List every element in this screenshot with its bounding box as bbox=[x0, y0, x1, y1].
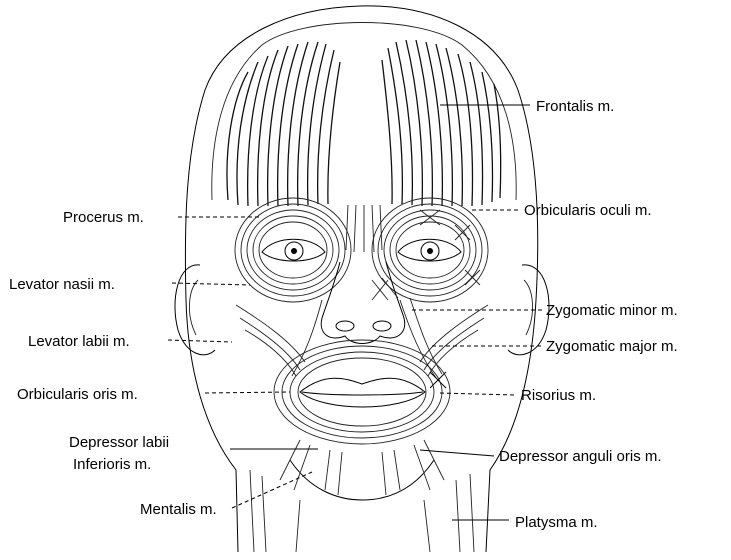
frontalis-muscle bbox=[227, 40, 501, 206]
label-procerus: Procerus m. bbox=[63, 209, 144, 226]
label-frontalis: Frontalis m. bbox=[536, 98, 614, 115]
label-risorius: Risorius m. bbox=[521, 387, 596, 404]
orbicularis-oris-leader bbox=[205, 392, 290, 393]
label-depressor-anguli: Depressor anguli oris m. bbox=[499, 448, 662, 465]
right-orbicularis-oculi bbox=[372, 198, 488, 302]
label-zygomatic-major: Zygomatic major m. bbox=[546, 338, 678, 355]
label-orbicularis-oris: Orbicularis oris m. bbox=[17, 386, 138, 403]
label-levator-labii: Levator labii m. bbox=[28, 333, 130, 350]
label-zygomatic-minor: Zygomatic minor m. bbox=[546, 302, 678, 319]
nose bbox=[321, 262, 405, 344]
label-depressor-labii-2: Inferioris m. bbox=[73, 456, 151, 473]
labels: Frontalis m. Orbicularis oculi m. Procer… bbox=[9, 98, 678, 531]
label-mentalis: Mentalis m. bbox=[140, 501, 217, 518]
label-orbicularis-oculi: Orbicularis oculi m. bbox=[524, 202, 652, 219]
left-orbicularis-oculi bbox=[235, 198, 351, 302]
leader-lines bbox=[168, 105, 543, 520]
platysma-muscle bbox=[250, 470, 474, 552]
levator-nasii-leader bbox=[172, 283, 250, 285]
risorius-leader bbox=[440, 393, 514, 395]
levator-labii-leader bbox=[168, 340, 232, 342]
label-levator-nasii: Levator nasii m. bbox=[9, 276, 115, 293]
label-platysma: Platysma m. bbox=[515, 514, 598, 531]
label-depressor-labii-1: Depressor labii bbox=[69, 434, 169, 451]
